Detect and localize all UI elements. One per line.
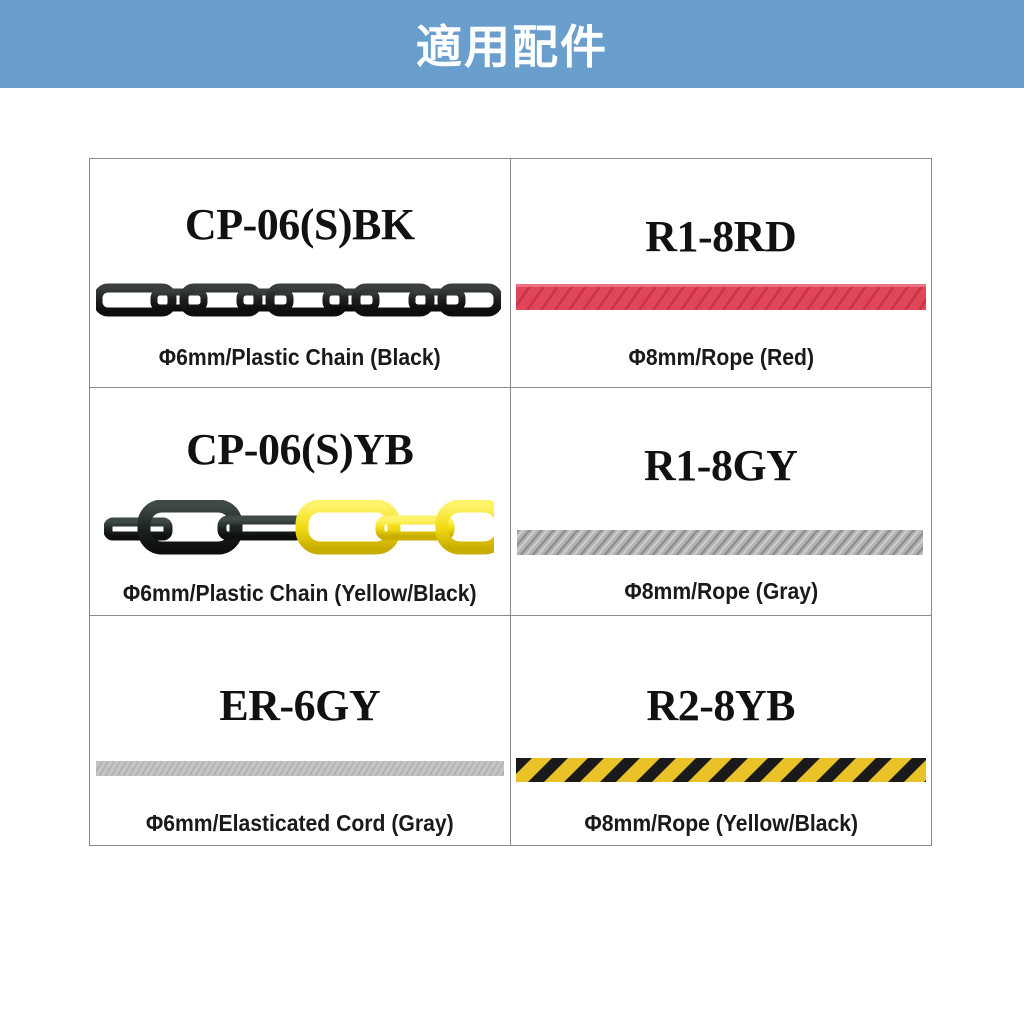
page-title: 適用配件 xyxy=(416,20,608,74)
accessory-cell-r1-8gy: R1-8GY Φ8mm/Rope (Gray) xyxy=(510,388,931,617)
yellow-black-plastic-chain-image xyxy=(104,499,494,556)
gray-elasticated-cord-image xyxy=(96,760,504,778)
product-caption: Φ8mm/Rope (Yellow/Black) xyxy=(583,810,858,836)
black-plastic-chain-image xyxy=(96,279,501,321)
product-caption: Φ6mm/Plastic Chain (Black) xyxy=(158,343,441,370)
product-code: CP-06(S)YB xyxy=(186,424,414,474)
accessory-cell-er-6gy: ER-6GY Φ6mm/Elasticated Cord (Gray) xyxy=(90,616,511,845)
yellow-black-rope-image xyxy=(515,758,926,784)
accessories-table: CP-06(S)BK xyxy=(89,158,932,846)
accessory-cell-r1-8rd: R1-8RD Φ8mm/Rope (Red) xyxy=(510,159,931,388)
accessory-cell-cp-06-s-bk: CP-06(S)BK xyxy=(90,159,511,388)
product-code: ER-6GY xyxy=(219,681,381,731)
product-code: CP-06(S)BK xyxy=(184,200,415,249)
header-banner: 適用配件 xyxy=(0,0,1024,88)
product-caption: Φ8mm/Rope (Gray) xyxy=(623,578,818,605)
product-code: R1-8RD xyxy=(645,212,797,261)
accessory-cell-r2-8yb: R2-8YB Φ8mm/Rope (Yellow/Black) xyxy=(511,616,932,845)
red-rope-image xyxy=(515,284,926,312)
product-caption: Φ6mm/Plastic Chain (Yellow/Black) xyxy=(122,580,477,607)
product-code: R1-8GY xyxy=(644,440,798,490)
product-caption: Φ6mm/Elasticated Cord (Gray) xyxy=(145,810,454,836)
product-code: R2-8YB xyxy=(646,681,796,731)
gray-rope-image xyxy=(516,529,923,557)
product-caption: Φ8mm/Rope (Red) xyxy=(628,343,814,370)
accessory-cell-cp-06-s-yb: CP-06(S)YB xyxy=(90,387,511,617)
